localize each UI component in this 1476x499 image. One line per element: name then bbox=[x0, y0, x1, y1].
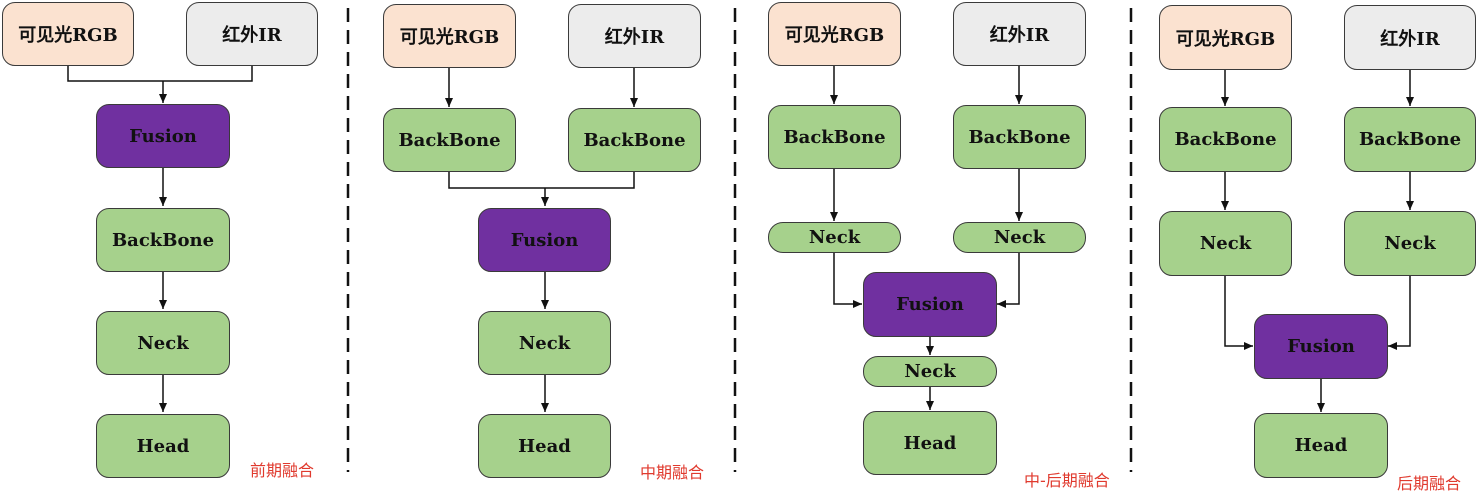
backbone-ir-block: BackBone bbox=[568, 108, 701, 172]
arrow bbox=[997, 253, 1020, 308]
backbone-visible-block: BackBone bbox=[768, 105, 901, 169]
backbone-block: BackBone bbox=[96, 208, 230, 272]
neck-ir-block: Neck bbox=[1344, 211, 1476, 276]
panel-caption: 中期融合 bbox=[640, 463, 705, 482]
panel-caption: 前期融合 bbox=[250, 461, 315, 480]
backbone-ir-block: BackBone bbox=[953, 105, 1086, 169]
arrow bbox=[448, 172, 635, 189]
fusion-block: Fusion bbox=[863, 272, 997, 337]
fusion-block: Fusion bbox=[478, 208, 611, 272]
fusion-block: Fusion bbox=[96, 104, 230, 168]
head-block: Head bbox=[863, 411, 997, 475]
neck-block: Neck bbox=[863, 356, 997, 387]
visible-rgb-input: 可见光RGB bbox=[768, 2, 901, 66]
backbone-visible-block: BackBone bbox=[1159, 107, 1292, 172]
neck-ir-block: Neck bbox=[953, 222, 1086, 253]
arrow bbox=[67, 66, 253, 82]
visible-rgb-input: 可见光RGB bbox=[1159, 5, 1292, 70]
neck-visible-block: Neck bbox=[768, 222, 901, 253]
arrow bbox=[1224, 276, 1253, 350]
panel-caption: 中-后期融合 bbox=[1024, 471, 1110, 490]
neck-block: Neck bbox=[96, 311, 230, 375]
infrared-ir-input: 红外IR bbox=[953, 2, 1086, 66]
backbone-visible-block: BackBone bbox=[383, 108, 516, 172]
head-block: Head bbox=[478, 414, 611, 478]
visible-rgb-input: 可见光RGB bbox=[2, 2, 134, 66]
infrared-ir-input: 红外IR bbox=[568, 4, 701, 68]
neck-visible-block: Neck bbox=[1159, 211, 1292, 276]
infrared-ir-input: 红外IR bbox=[1344, 5, 1476, 70]
visible-rgb-input: 可见光RGB bbox=[383, 4, 516, 68]
arrow bbox=[1388, 276, 1411, 350]
arrow bbox=[833, 253, 862, 308]
head-block: Head bbox=[1254, 413, 1388, 478]
head-block: Head bbox=[96, 414, 230, 478]
infrared-ir-input: 红外IR bbox=[186, 2, 318, 66]
backbone-ir-block: BackBone bbox=[1344, 107, 1476, 172]
panel-caption: 后期融合 bbox=[1397, 474, 1462, 493]
fusion-block: Fusion bbox=[1254, 314, 1388, 379]
neck-block: Neck bbox=[478, 311, 611, 375]
